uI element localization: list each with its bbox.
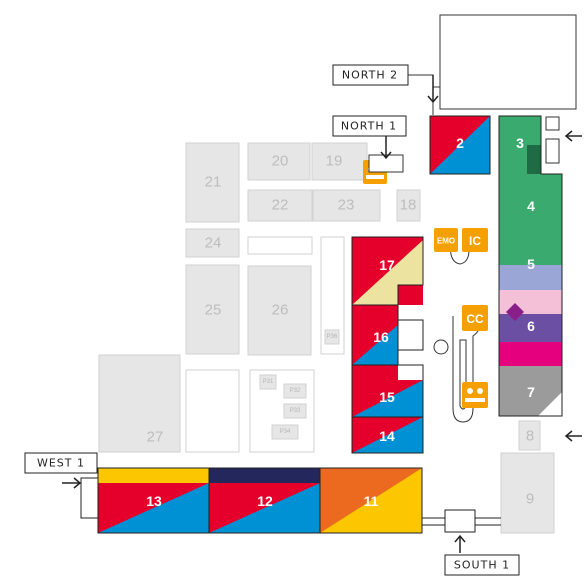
hall-16-label: 16 xyxy=(373,329,389,345)
hall-19[interactable] xyxy=(311,142,368,181)
hall-17-label: 17 xyxy=(379,257,395,273)
hall-27-label: 27 xyxy=(147,429,164,446)
hall-15-label: 15 xyxy=(379,389,395,405)
pavilion-p34-label: P34 xyxy=(280,429,291,435)
hall-6-diamond xyxy=(506,303,524,321)
hall-6-label: 6 xyxy=(527,318,535,334)
hall-3-dark xyxy=(527,145,541,174)
hall-13-label: 13 xyxy=(146,493,162,509)
pavilion-p36-label: P36 xyxy=(327,334,338,340)
hall-9-label: 9 xyxy=(526,491,534,508)
congress-center-icon[interactable]: CC xyxy=(462,305,488,331)
hall-3-box-top xyxy=(545,116,560,131)
pavilion-p34[interactable] xyxy=(271,424,299,440)
pavilion-p31-label: P31 xyxy=(263,379,274,385)
hall-18[interactable] xyxy=(396,189,421,222)
pavilion-p33[interactable] xyxy=(283,403,307,419)
entrance-north-2-label: NORTH 2 xyxy=(342,69,398,82)
entrance-west-1[interactable]: WEST 1 xyxy=(24,452,98,474)
svg-text:EMO: EMO xyxy=(437,237,455,246)
pavilion-p32[interactable] xyxy=(283,383,307,399)
info-center-icon[interactable]: IC xyxy=(462,228,488,252)
arrow-south-1-icon xyxy=(454,534,466,553)
svg-text:CC: CC xyxy=(466,312,484,326)
hall-5-label: 5 xyxy=(527,256,535,272)
entrance-north-2[interactable]: NORTH 2 xyxy=(332,64,409,86)
hall-23-label: 23 xyxy=(338,197,355,214)
hall-26[interactable] xyxy=(247,265,312,356)
entrance-north-1[interactable]: NORTH 1 xyxy=(332,115,407,137)
hall-4-label: 4 xyxy=(527,198,535,214)
south-1-building xyxy=(444,509,476,533)
hall-20-label: 20 xyxy=(272,153,289,170)
pavilion-p36[interactable] xyxy=(324,329,340,345)
pavilion-p31[interactable] xyxy=(259,374,277,390)
hall-14-label: 14 xyxy=(379,428,395,444)
hall-16-blue xyxy=(352,325,398,365)
hall-outline-left xyxy=(185,369,240,453)
north-2-connector xyxy=(408,74,434,115)
hall-24-label: 24 xyxy=(205,235,222,252)
hall-5-lavender xyxy=(499,265,562,290)
hall-22-label: 22 xyxy=(272,197,289,214)
arrow-west-1-icon xyxy=(62,477,82,489)
walkway-circle xyxy=(433,339,449,355)
restaurant-icon-2[interactable] xyxy=(462,382,488,408)
emo-icon[interactable]: EMO xyxy=(434,228,458,252)
west-1-connector xyxy=(80,477,99,519)
arrow-east-hall-3-icon xyxy=(564,130,582,142)
hall-21-label: 21 xyxy=(205,174,222,191)
hall-outline-small xyxy=(247,236,313,255)
hall-2-label: 2 xyxy=(456,135,464,151)
hall-26-label: 26 xyxy=(272,302,289,319)
hall-6-magenta xyxy=(499,342,562,366)
hall-8-label: 8 xyxy=(526,428,534,445)
arrow-east-hall-8-icon xyxy=(564,430,582,442)
pavilion-p32-label: P32 xyxy=(290,388,301,394)
hall-9[interactable] xyxy=(500,452,555,534)
entrance-west-1-label: WEST 1 xyxy=(37,457,85,470)
hall-5[interactable] xyxy=(499,238,562,265)
hall-15-blue xyxy=(352,380,423,417)
pavilion-p33-label: P33 xyxy=(290,408,301,414)
hall-3-label: 3 xyxy=(516,135,524,151)
hall-22[interactable] xyxy=(247,189,313,222)
svg-text:IC: IC xyxy=(469,234,481,248)
hall-12-label: 12 xyxy=(257,493,273,509)
hall-12-navy xyxy=(209,468,320,483)
hall-12-red xyxy=(209,483,320,533)
hall-24[interactable] xyxy=(185,228,240,258)
hall-11-orange xyxy=(320,468,422,533)
hall-16-notch xyxy=(397,319,424,351)
hall-23[interactable] xyxy=(312,189,381,222)
hall-13-red xyxy=(98,483,209,533)
hall-21[interactable] xyxy=(185,142,240,223)
arrow-north-2-icon xyxy=(427,75,439,104)
hall-19-label: 19 xyxy=(326,153,343,170)
entrance-south-1-label: SOUTH 1 xyxy=(454,559,510,572)
hall-17-cream xyxy=(352,240,423,305)
hall-8[interactable] xyxy=(518,420,541,451)
entrance-south-1[interactable]: SOUTH 1 xyxy=(444,554,520,576)
hall-15-notch xyxy=(398,365,423,380)
hall-6[interactable] xyxy=(499,314,562,342)
hall-outline-p36 xyxy=(320,236,345,355)
north-2-building xyxy=(439,14,577,110)
hall-2-red xyxy=(430,116,490,174)
arrow-north-1-icon xyxy=(380,136,392,160)
hall-7-label: 7 xyxy=(527,384,535,400)
hall-25-label: 25 xyxy=(205,302,222,319)
hall-11-label: 11 xyxy=(364,493,379,509)
hall-4[interactable] xyxy=(499,174,562,238)
hall-14-blue xyxy=(352,417,423,453)
hall-20[interactable] xyxy=(247,142,311,181)
hall-7-cut xyxy=(538,392,562,416)
hall-13-yellow xyxy=(98,468,209,483)
hall-25[interactable] xyxy=(185,264,240,355)
entrance-north-1-label: NORTH 1 xyxy=(341,120,397,133)
hall-3-box-bottom xyxy=(545,138,560,164)
hall-27[interactable] xyxy=(98,354,181,453)
hall-18-label: 18 xyxy=(400,197,417,214)
